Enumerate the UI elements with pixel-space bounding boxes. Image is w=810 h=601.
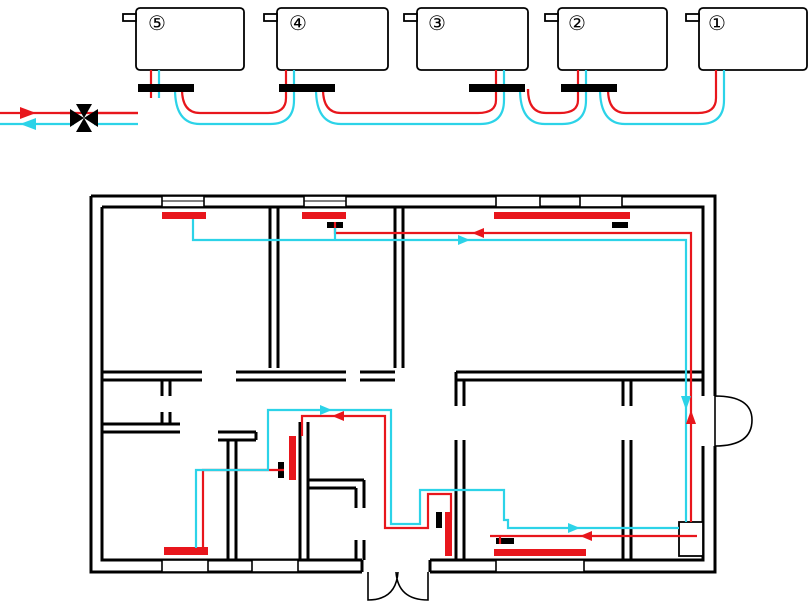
floor-plan bbox=[89, 194, 753, 601]
window bbox=[161, 195, 205, 208]
radiator-bar bbox=[494, 212, 630, 219]
radiator-bar bbox=[302, 212, 346, 219]
manifold-fitting bbox=[496, 538, 514, 544]
manifold-fitting bbox=[436, 512, 442, 528]
return-arrow-icon bbox=[320, 405, 332, 415]
window bbox=[161, 559, 585, 573]
radiator-bar bbox=[445, 512, 452, 556]
schematic-fitting bbox=[138, 84, 194, 92]
schematic-fitting bbox=[561, 84, 617, 92]
window bbox=[495, 195, 623, 208]
radiator-4-label: ④ bbox=[289, 11, 307, 35]
radiator-1-label: ① bbox=[708, 11, 726, 35]
radiator-bar bbox=[494, 549, 586, 556]
supply-arrow-icon bbox=[472, 228, 484, 238]
radiator-bar bbox=[162, 212, 206, 219]
radiator-3: ③ bbox=[403, 7, 529, 71]
schematic-fitting bbox=[279, 84, 335, 92]
supply-arrow-icon bbox=[20, 107, 36, 119]
radiator-2-label: ② bbox=[568, 11, 586, 35]
schematic-fitting bbox=[469, 84, 525, 92]
radiator-bar bbox=[289, 436, 296, 480]
schematic: ⑤ ④ ③ ② ① bbox=[0, 7, 808, 132]
return-arrow-icon bbox=[568, 523, 580, 533]
interior-walls bbox=[102, 207, 703, 560]
plan-return-pipe bbox=[191, 219, 688, 548]
return-arrow-icon bbox=[681, 396, 691, 410]
radiator-4: ④ bbox=[263, 7, 389, 71]
supply-arrow-icon bbox=[332, 411, 344, 421]
supply-arrow-icon bbox=[686, 410, 696, 424]
radiator-2: ② bbox=[544, 7, 668, 71]
schematic-return-pipe bbox=[0, 70, 726, 126]
radiator-1: ① bbox=[685, 7, 808, 71]
radiator-5: ⑤ bbox=[122, 7, 245, 71]
radiator-bar bbox=[164, 547, 208, 555]
radiator-5-label: ⑤ bbox=[148, 11, 166, 35]
entry-door-bottom bbox=[367, 571, 429, 601]
boiler bbox=[678, 521, 704, 557]
return-arrow-icon bbox=[458, 235, 470, 245]
shutoff-valve-icon bbox=[70, 104, 98, 132]
entry-door-right bbox=[714, 395, 753, 447]
manifold-fitting bbox=[612, 222, 628, 228]
window bbox=[303, 195, 347, 208]
radiator-3-label: ③ bbox=[428, 11, 446, 35]
return-arrow-icon bbox=[20, 118, 36, 130]
supply-arrow-icon bbox=[580, 531, 592, 541]
